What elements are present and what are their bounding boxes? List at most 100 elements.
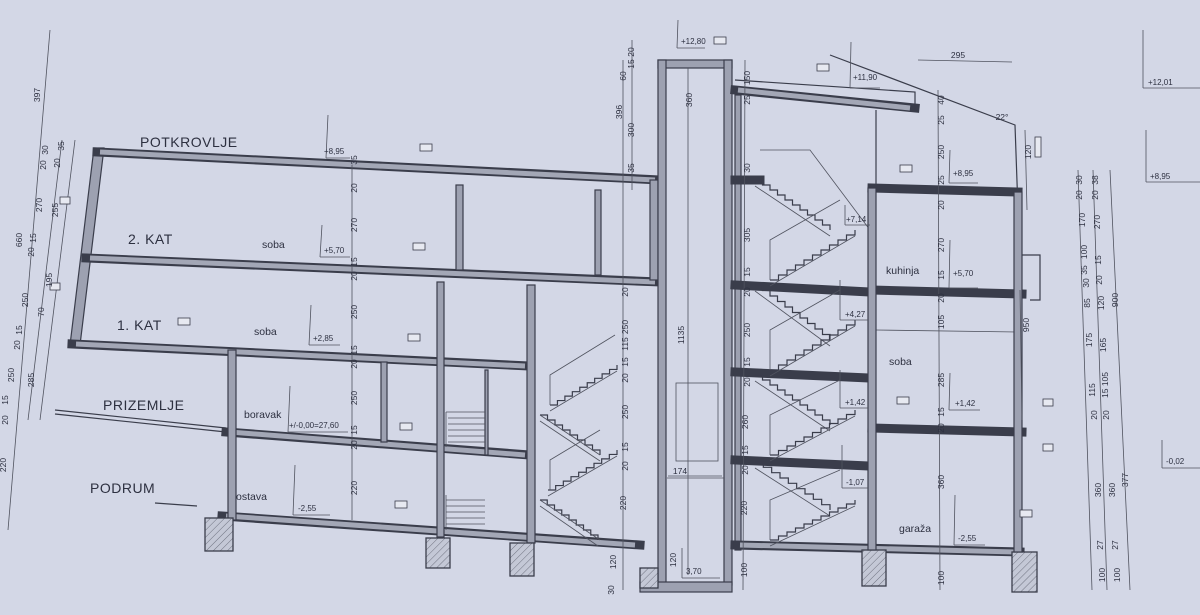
dimension-label: 15 [742,267,752,277]
dimension-label: 100 [739,563,749,577]
dimension-label: 20 [1101,410,1111,420]
dimension-label: 20 [740,465,750,475]
floor-label-2kat: 2. KAT [128,231,173,247]
level-2kat: +5,70 [324,246,345,255]
wall [436,281,445,538]
dimension-label: 20 [1089,410,1099,420]
dimension-label: 250 [6,368,16,382]
right-stair-block [639,54,1038,593]
wall [484,369,489,456]
wall [594,189,602,276]
dimension-label: 35 [1079,265,1089,275]
dimension-label: 15 [349,257,359,267]
dimension-label: 20 [1094,275,1104,285]
floor-label-prizemlje: PRIZEMLJE [103,397,185,413]
dimension-label: 20 [620,373,630,383]
level-garaza: -2,55 [958,534,977,543]
dimension-label: 27 [1110,540,1120,550]
stair-soffit [754,290,831,347]
dimension-label: 270 [1092,215,1102,229]
dimension-label: 20 [936,200,946,210]
dimension-label: 20 [620,461,630,471]
dimension-label: 30 [742,163,752,173]
dimension-label: 35 [349,155,359,165]
footing [1011,551,1038,593]
dimension-label: 360 [1093,483,1103,497]
level-shaft-top: +12,80 [681,37,706,46]
room-soba-1kat: soba [254,326,277,338]
stair-flight [770,500,856,541]
dimension-label: 115 [620,337,630,351]
dimension-label: 20 [620,287,630,297]
stair-soffit [539,505,599,547]
wall [380,361,388,443]
dimension-label: 30 [1081,278,1091,288]
footing [425,537,451,569]
dimension-label: 25 [742,95,752,105]
dimension-label: 950 [1021,318,1031,332]
stair-flight [540,499,599,540]
level-soba-right: +1,42 [955,399,976,408]
room-soba-right: soba [889,356,912,368]
dimension-label: 15 [742,357,752,367]
dimension-label: 397 [32,88,42,102]
dimension-label: 220 [618,496,628,510]
level-terrace: +11,90 [853,73,878,82]
stair-soffit [547,455,618,497]
dimension-label: 295 [951,50,965,60]
dimension-label: 100 [1112,568,1122,582]
stair-soffit [769,325,856,377]
dimension-label: 120 [608,555,618,569]
detail-tags [49,36,1054,518]
stair-flight [755,284,831,340]
dimension-label: 270 [349,218,359,232]
dimension-label: 20 [349,183,359,193]
footing [509,542,535,577]
level-far-right-top: +12,01 [1148,78,1173,87]
level-markers [287,19,1200,579]
dimension-label: 260 [740,415,750,429]
dimension-label: 305 [742,228,752,242]
dimension-label: 20 [0,415,10,425]
level-far-right-ground: -0,02 [1166,457,1185,466]
dimension-label: 20 [936,423,946,433]
dimension-label: 377 [1120,473,1130,487]
stair-flight [770,410,856,456]
stair-soffit [769,235,856,287]
stair-soffit [549,370,618,412]
dimension-label: 70 [36,307,46,317]
dimension-label: 360 [1107,483,1117,497]
dimension-label: 396 [614,105,624,119]
stair-flight [548,450,618,491]
dimension-label: 100 [1079,245,1089,259]
level-basement-left: -2,55 [298,504,317,513]
dimension-label: 900 [1110,293,1120,307]
stair-flight [755,374,831,425]
dimension-label: 175 [1084,333,1094,347]
staircase-right [754,149,871,547]
dimension-label: 15 [349,345,359,355]
dimension-label: 100 [936,571,946,585]
level-kuhinja: +5,70 [953,269,974,278]
dimension-label: 15 [620,442,630,452]
stair-soffit [754,185,831,237]
level-stair-427: +4,27 [845,310,866,319]
stair-soffit [754,467,831,517]
level-roof-left: +8,95 [324,147,345,156]
room-garaza: garaža [899,523,931,535]
dimension-label: 220 [0,458,8,472]
dimension-label: 15 [936,270,946,280]
dimension-label: 195 [44,273,54,287]
elevator-cabin [675,382,719,462]
stair-outline [539,334,616,541]
ground-line [54,409,227,429]
stair-flight [770,230,856,281]
dimension-label: 20 [936,293,946,303]
dimension-label: 15 105 [1100,372,1110,398]
dimension-label: 270 [936,238,946,252]
dimension-label: 20 [742,377,752,387]
floor-label-podrum: PODRUM [90,480,155,496]
left-building [54,147,665,577]
dimension-label: 35 [626,163,636,173]
